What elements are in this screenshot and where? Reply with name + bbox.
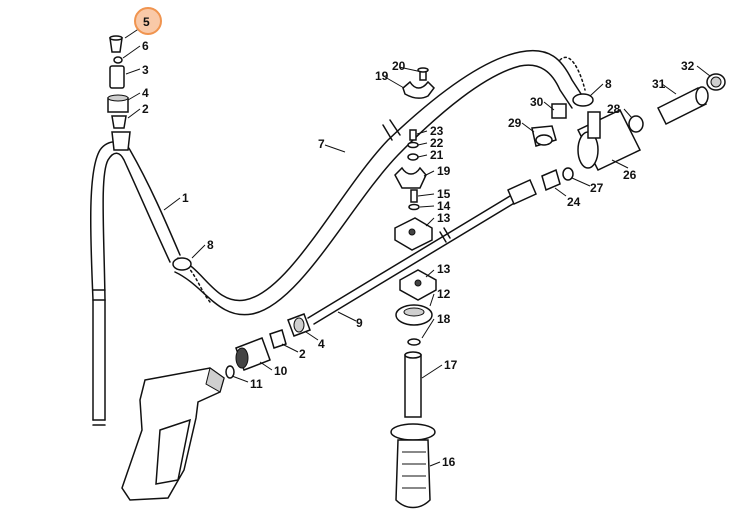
fitting-30[interactable] — [551, 103, 567, 119]
callout-2-top[interactable]: 2 — [142, 102, 149, 116]
lance-9[interactable] — [307, 179, 537, 325]
callout-7[interactable]: 7 — [318, 137, 325, 151]
holder-13b[interactable] — [399, 269, 437, 301]
callout-32[interactable]: 32 — [681, 59, 695, 73]
callout-4-bottom[interactable]: 4 — [318, 337, 325, 351]
washer-14[interactable] — [408, 203, 420, 211]
sleeve-31[interactable] — [656, 86, 709, 126]
callout-27[interactable]: 27 — [590, 181, 604, 195]
coupling-10[interactable] — [235, 337, 271, 371]
o-ring-27[interactable] — [562, 167, 574, 181]
hose-end-fitting[interactable] — [111, 131, 131, 151]
callout-28[interactable]: 28 — [607, 102, 621, 116]
hose-1[interactable] — [89, 141, 181, 426]
washer-22[interactable] — [407, 141, 419, 149]
callout-30[interactable]: 30 — [530, 95, 544, 109]
tube-17[interactable] — [404, 351, 422, 418]
callout-22[interactable]: 22 — [430, 136, 444, 150]
o-ring-6[interactable] — [113, 56, 123, 64]
callout-3[interactable]: 3 — [142, 63, 149, 77]
holder-13a[interactable] — [394, 217, 433, 251]
clamp-19a[interactable] — [402, 80, 435, 99]
clamp-19b[interactable] — [394, 166, 427, 189]
trigger-gun[interactable] — [121, 367, 225, 501]
sleeve-3[interactable] — [109, 65, 125, 89]
callout-23[interactable]: 23 — [430, 124, 444, 138]
callout-26[interactable]: 26 — [623, 168, 637, 182]
nipple-24[interactable] — [541, 168, 561, 192]
callout-2-bottom[interactable]: 2 — [299, 347, 306, 361]
leader-lines — [122, 27, 711, 467]
knob-29[interactable] — [531, 125, 557, 147]
screw-20[interactable] — [417, 67, 429, 81]
body-26[interactable] — [576, 109, 642, 171]
highlight-marker[interactable]: 5 — [134, 7, 162, 35]
clamp-8a[interactable] — [172, 257, 192, 271]
grip-16[interactable] — [390, 423, 436, 509]
callout-11[interactable]: 11 — [250, 377, 263, 391]
callout-20[interactable]: 20 — [392, 59, 406, 73]
ferrule-2a[interactable] — [111, 115, 127, 129]
callout-21[interactable]: 21 — [430, 148, 444, 162]
callout-8-right[interactable]: 8 — [605, 77, 612, 91]
highlight-ring — [134, 7, 162, 35]
nut-21[interactable] — [407, 153, 419, 161]
callout-17[interactable]: 17 — [444, 358, 458, 372]
callout-14[interactable]: 14 — [437, 199, 451, 213]
nut-4a[interactable] — [107, 94, 129, 113]
callout-16[interactable]: 16 — [442, 455, 456, 469]
clamp-8b[interactable] — [572, 93, 594, 107]
callout-1[interactable]: 1 — [182, 191, 189, 205]
screw-23[interactable] — [409, 129, 417, 141]
callout-9[interactable]: 9 — [356, 316, 363, 330]
callout-15[interactable]: 15 — [437, 187, 451, 201]
callout-19-mid[interactable]: 19 — [437, 164, 451, 178]
callout-31[interactable]: 31 — [652, 77, 666, 91]
ring-28[interactable] — [628, 115, 644, 133]
screw-15[interactable] — [410, 189, 418, 203]
callout-6[interactable]: 6 — [142, 39, 149, 53]
callout-29[interactable]: 29 — [508, 116, 522, 130]
cap-32[interactable] — [706, 73, 726, 91]
washer-18[interactable] — [407, 338, 421, 346]
o-ring-11[interactable] — [225, 365, 235, 379]
callout-labels: 6 3 4 2 1 8 7 20 19 23 22 21 19 15 14 13… — [142, 39, 695, 469]
callout-4-top[interactable]: 4 — [142, 86, 149, 100]
ferrule-2b[interactable] — [269, 329, 287, 349]
callout-10[interactable]: 10 — [274, 364, 288, 378]
callout-13-upper[interactable]: 13 — [437, 211, 451, 225]
highlight-label: 5 — [143, 15, 150, 29]
callout-18[interactable]: 18 — [437, 312, 451, 326]
callout-8-left[interactable]: 8 — [207, 238, 214, 252]
callout-13-lower[interactable]: 13 — [437, 262, 451, 276]
callout-19-top[interactable]: 19 — [375, 69, 389, 83]
callout-24[interactable]: 24 — [567, 195, 581, 209]
nut-4b[interactable] — [287, 313, 311, 337]
nozzle-5[interactable] — [109, 35, 123, 53]
cap-12[interactable] — [395, 304, 433, 326]
callout-12[interactable]: 12 — [437, 287, 451, 301]
